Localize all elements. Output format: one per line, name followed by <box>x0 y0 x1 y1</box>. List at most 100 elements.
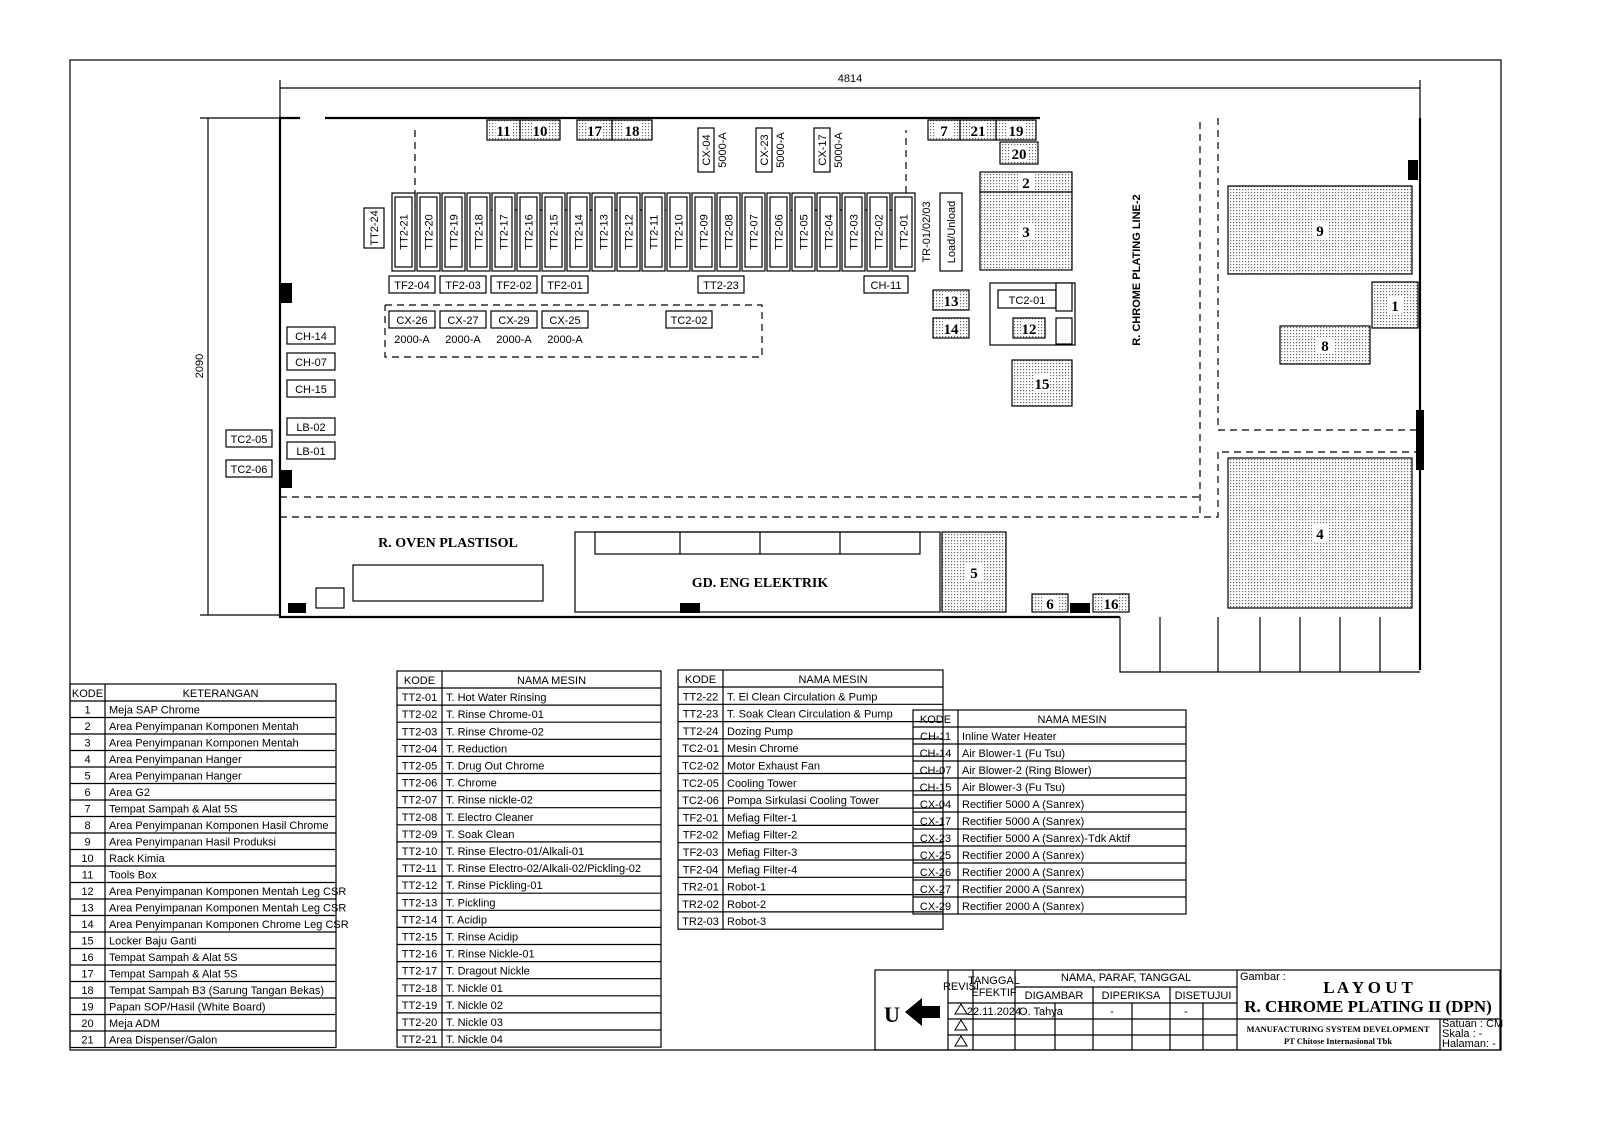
tank-inner <box>894 196 913 268</box>
rectifier-rating: 5000-A <box>775 132 787 168</box>
cell-name: T. Dragout Nickle <box>446 966 530 978</box>
cell-name: Meja ADM <box>109 1018 160 1030</box>
filter-tf2-01 <box>541 275 589 294</box>
rectifier-code: CX-26 <box>396 315 427 327</box>
cell-name: Rack Kimia <box>109 853 166 865</box>
cell-code: TT2-05 <box>402 761 437 773</box>
cell-code: CX-25 <box>920 850 951 862</box>
cell-name: Mefiag Filter-1 <box>727 812 797 824</box>
cell-code: TT2-01 <box>402 692 437 704</box>
rectifier-cx-25 <box>541 310 589 329</box>
header-kode: KODE <box>404 675 435 687</box>
tank-inner <box>419 196 438 268</box>
cell-code: TC2-02 <box>682 761 719 773</box>
room-label-chrome-plating-line-2: R. CHROME PLATING LINE-2 <box>1131 194 1143 345</box>
cell-name: Pompa Sirkulasi Cooling Tower <box>727 795 879 807</box>
area-number: 21 <box>971 124 986 140</box>
room-label-oven-plastisol: R. OVEN PLASTISOL <box>378 536 518 551</box>
area-number-bg <box>966 564 982 580</box>
cell-code: TT2-19 <box>402 1000 437 1012</box>
rectifier-code: CX-29 <box>498 315 529 327</box>
cell-code: TT2-15 <box>402 932 437 944</box>
cell-code: TT2-02 <box>402 709 437 721</box>
area-number-bg <box>1034 375 1050 391</box>
cell-name: T. Chrome <box>446 778 497 790</box>
cell-code: TR2-03 <box>682 916 719 928</box>
rectifier-code: CX-23 <box>759 134 771 165</box>
area-number: 12 <box>1022 322 1037 338</box>
cell-name: Rectifier 5000 A (Sanrex)-Tdk Aktif <box>962 833 1131 845</box>
rectifier-rating: 2000-A <box>394 334 430 346</box>
filter-tf2-03 <box>439 275 487 294</box>
cell-code: TR2-02 <box>682 899 719 911</box>
cell-name: Robot-2 <box>727 899 766 911</box>
cell-code: CH-07 <box>920 765 952 777</box>
filter-label: TF2-04 <box>394 280 429 292</box>
cell-code: CH-11 <box>920 731 951 743</box>
cell-code: TF2-01 <box>683 812 718 824</box>
load-unload-label: Load/Unload <box>946 201 958 263</box>
tank-label: TT2-09 <box>699 214 711 249</box>
cell-name: Tempat Sampah & Alat 5S <box>109 804 237 816</box>
area-number-bg <box>970 122 986 138</box>
cell-name: Area Penyimpanan Komponen Mentah Leg CSR <box>109 886 346 898</box>
cell-code: 13 <box>81 903 93 915</box>
header-name: KETERANGAN <box>183 688 259 700</box>
cell-name: Locker Baju Ganti <box>109 936 196 948</box>
cell-code: TT2-11 <box>402 863 437 875</box>
cell-name: T. Drug Out Chrome <box>446 761 544 773</box>
cell-code: CX-27 <box>920 884 951 896</box>
wall-equipment-label: CH-15 <box>295 384 327 396</box>
dashed-zone <box>280 118 1201 518</box>
rectifier-rating: 2000-A <box>547 334 583 346</box>
revision-triangle-icon <box>954 1035 968 1047</box>
cell-code: 21 <box>81 1035 93 1047</box>
rectifier-cx-26 <box>388 310 436 329</box>
tank-label: TT2-16 <box>524 214 536 249</box>
cell-name: Tools Box <box>109 870 157 882</box>
area-number-bg <box>1387 297 1403 313</box>
tank-label: TT2-02 <box>874 214 886 249</box>
cell-name: T. Rinse Chrome-01 <box>446 709 544 721</box>
tank-label: TT2-06 <box>774 214 786 249</box>
area-number-bg <box>1018 223 1034 239</box>
tank-inner <box>719 196 738 268</box>
cell-code: 16 <box>81 952 93 964</box>
cell-name: Area Penyimpanan Komponen Hasil Chrome <box>109 820 329 832</box>
cell-code: 20 <box>81 1018 93 1030</box>
area-number: 1 <box>1391 299 1399 315</box>
drawing-title-1: L A Y O U T <box>1323 978 1413 997</box>
dashed-zone <box>1200 452 1219 518</box>
area-number: 5 <box>970 566 978 582</box>
cell-code: 3 <box>84 738 90 750</box>
tank-label: TT2-11 <box>649 215 661 250</box>
cell-code: TT2-09 <box>402 829 437 841</box>
area-number: 13 <box>944 294 959 310</box>
cell-name: Tempat Sampah B3 (Sarung Tangan Bekas) <box>109 985 324 997</box>
cell-code: 14 <box>81 919 93 931</box>
cell-code: TT2-06 <box>402 778 437 790</box>
cell-name: T. Nickle 03 <box>446 1017 503 1029</box>
rectifier-cx-17 <box>813 127 831 173</box>
cell-name: T. Rinse Nickle-01 <box>446 949 535 961</box>
table3-frame <box>677 669 944 930</box>
area-number: 4 <box>1316 527 1324 543</box>
tank-inner <box>494 196 513 268</box>
cell-code: TT2-04 <box>402 743 437 755</box>
area-number: 17 <box>587 124 603 140</box>
cell-name: Area Penyimpanan Komponen Mentah <box>109 738 299 750</box>
pillar <box>288 603 306 613</box>
halaman: Halaman: - <box>1442 1038 1496 1050</box>
cell-code: 1 <box>84 705 90 717</box>
header-kode: KODE <box>72 688 103 700</box>
cell-code: CH-14 <box>920 748 952 760</box>
digambar-header: DIGAMBAR <box>1025 990 1084 1002</box>
oven-machine <box>352 564 544 602</box>
north-label: U <box>884 1002 900 1027</box>
cell-name: T. Soak Clean <box>446 829 514 841</box>
ch-11-label: CH-11 <box>871 280 902 292</box>
cell-name: Meja SAP Chrome <box>109 705 200 717</box>
cell-name: T. Electro Cleaner <box>446 812 534 824</box>
cell-name: T. El Clean Circulation & Pump <box>727 691 877 703</box>
tc2-02-box <box>665 310 713 329</box>
